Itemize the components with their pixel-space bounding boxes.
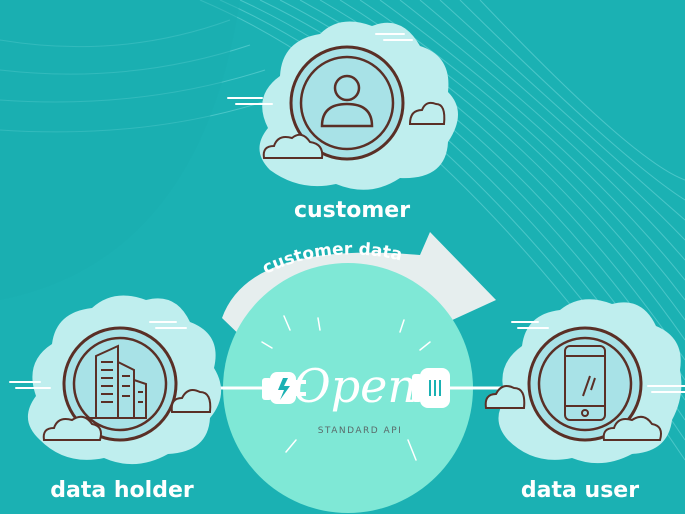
api-title: Open (293, 359, 417, 413)
open-circle (223, 263, 473, 513)
plug-icon (262, 372, 306, 404)
building-icon (86, 344, 147, 419)
person-icon (320, 74, 374, 128)
socket-icon (412, 368, 450, 408)
customer-node (227, 21, 458, 190)
background-band (0, 0, 240, 300)
customer-mini-cloud (262, 133, 324, 159)
smartphone-icon (564, 345, 606, 421)
customer-label: customer (293, 198, 411, 223)
data-user-label: data user (520, 478, 640, 503)
data-holder-label: data holder (50, 478, 194, 503)
data-holder-node (9, 295, 222, 465)
api-subtitle: STANDARD API (318, 426, 403, 436)
spark-lines (261, 315, 431, 461)
data-user-node (484, 299, 685, 464)
